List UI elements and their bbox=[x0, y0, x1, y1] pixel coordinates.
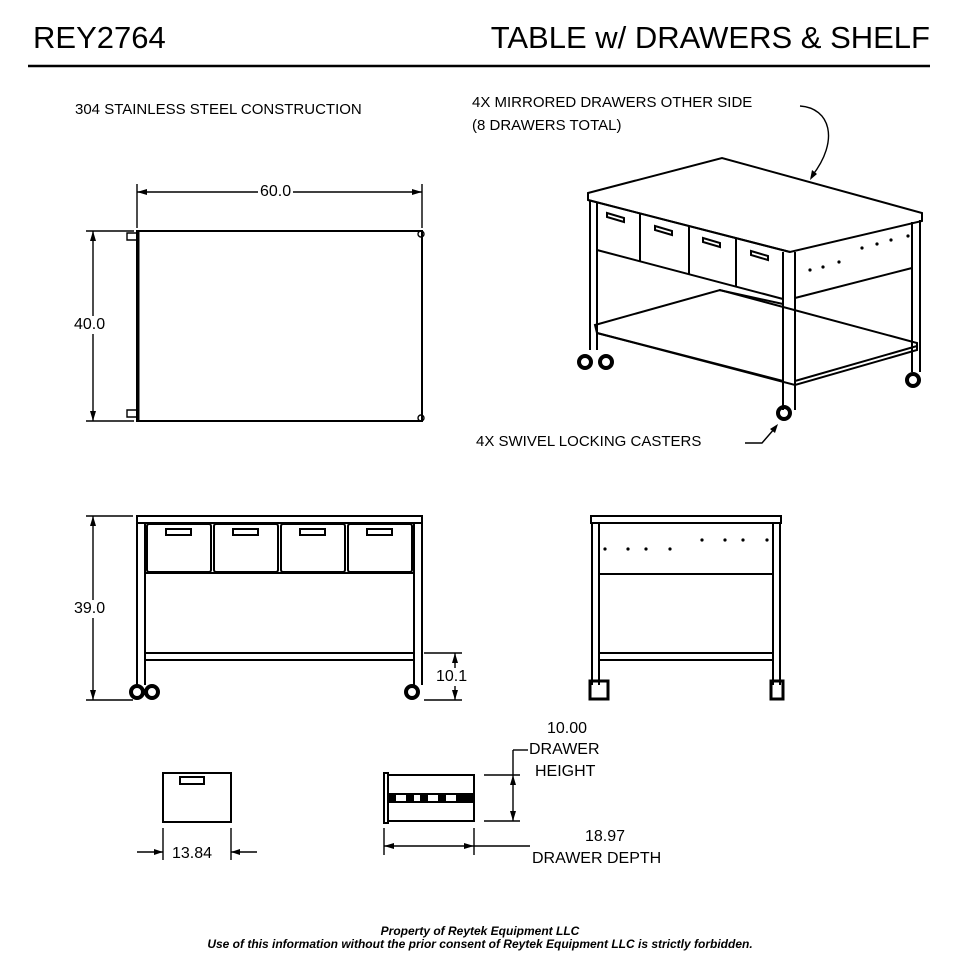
width-dimension: 60.0 bbox=[258, 183, 294, 201]
shelf-height-dimension: 10.1 bbox=[434, 668, 470, 686]
top-view bbox=[86, 184, 425, 422]
drawing-title: TABLE w/ DRAWERS & SHELF bbox=[490, 20, 930, 55]
footer-disclaimer: Use of this information without the prio… bbox=[207, 937, 753, 951]
casters-note: 4X SWIVEL LOCKING CASTERS bbox=[476, 433, 702, 450]
height-dimension: 39.0 bbox=[72, 600, 108, 618]
drawer-height-label-2: HEIGHT bbox=[535, 763, 596, 780]
side-view bbox=[588, 515, 785, 701]
drawer-total-note: (8 DRAWERS TOTAL) bbox=[472, 117, 622, 134]
drawer-front-view bbox=[137, 772, 257, 860]
mirrored-drawers-note: 4X MIRRORED DRAWERS OTHER SIDE bbox=[472, 94, 753, 111]
isometric-view bbox=[577, 105, 923, 444]
footer-property: Property of Reytek Equipment LLC bbox=[380, 924, 580, 938]
part-number: REY2764 bbox=[33, 20, 166, 55]
depth-dimension: 40.0 bbox=[72, 316, 108, 334]
material-note: 304 STAINLESS STEEL CONSTRUCTION bbox=[75, 101, 362, 118]
front-view bbox=[86, 515, 462, 701]
drawer-depth-label: DRAWER DEPTH bbox=[532, 850, 662, 867]
drawer-width-dimension: 13.84 bbox=[170, 845, 215, 863]
drawer-height-value: 10.00 bbox=[547, 720, 588, 737]
drawer-height-label-1: DRAWER bbox=[529, 741, 600, 758]
drawer-depth-value: 18.97 bbox=[585, 828, 626, 845]
drawer-side-view bbox=[383, 749, 530, 855]
